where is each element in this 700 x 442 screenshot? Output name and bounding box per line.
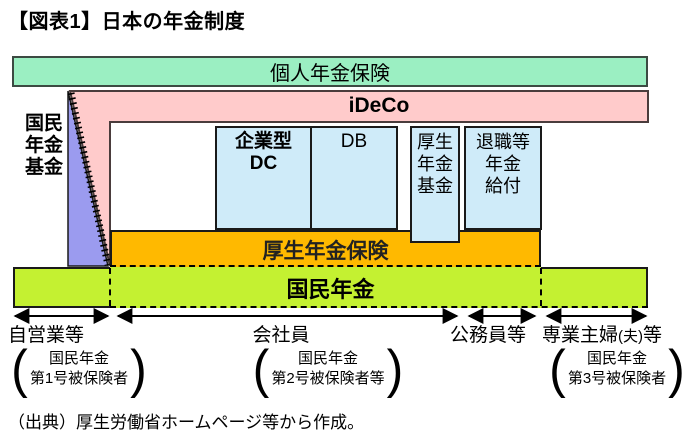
kokumin-bottom-dashed-line [110, 306, 648, 308]
kosei-nenkin-bar: 厚生年金保険 [110, 230, 541, 267]
ideco-label: iDeCo [348, 94, 410, 117]
personal-pension-bar: 個人年金保険 [12, 56, 648, 87]
kokumin-nenkin-kikin-label: 国民 年金 基金 [24, 113, 63, 178]
kokumin-top-edge-right [541, 267, 648, 269]
kikin-triangle [67, 90, 109, 267]
category-shufu-main: 専業主婦 [542, 325, 619, 346]
left-paren: ( [549, 339, 566, 399]
category-shufu-paren: (夫) [618, 328, 644, 345]
divider-dashed-left [109, 268, 111, 306]
insured-group-3-text: 国民年金 第3号被保険者 [567, 350, 667, 387]
db-box: DB [310, 126, 398, 230]
category-komuin: 公務員等 [450, 325, 527, 346]
divider-dashed-right [540, 268, 542, 306]
left-paren: ( [252, 339, 270, 399]
kosei-nenkin-kikin-box: 厚生 年金 基金 [410, 126, 460, 243]
kokumin-bottom-edge-left [13, 306, 110, 308]
left-paren: ( [11, 339, 28, 399]
kokumin-nenkin-bar: 国民年金 [13, 267, 648, 308]
source-note: （出典）厚生労働省ホームページ等から作成。 [8, 413, 365, 432]
figure-title: 【図表1】日本の年金制度 [8, 11, 246, 33]
taishoku-kyufu-box: 退職等 年金 給付 [464, 126, 542, 230]
category-shufu: 専業主婦(夫)等 [542, 320, 662, 347]
insured-group-2: ( 国民年金 第2号被保険者等 ) [240, 339, 416, 399]
kokumin-top-edge-left [13, 267, 110, 269]
corporate-dc-box: 企業型 DC [215, 126, 312, 230]
insured-group-1-text: 国民年金 第1号被保険者 [29, 350, 129, 387]
category-kaishain: 会社員 [252, 325, 310, 346]
kosei-bottom-dashed-line [110, 265, 541, 267]
category-jieigyo: 自営業等 [8, 325, 85, 346]
category-shufu-suffix: 等 [643, 325, 663, 346]
kosei-nenkin-label: 厚生年金保険 [262, 239, 389, 263]
ideco-shape [68, 90, 649, 267]
personal-pension-label: 個人年金保険 [270, 63, 390, 85]
right-paren: ) [386, 339, 404, 399]
right-paren: ) [668, 339, 685, 399]
right-paren: ) [130, 339, 147, 399]
insured-group-2-text: 国民年金 第2号被保険者等 [271, 350, 385, 387]
kokumin-nenkin-label: 国民年金 [286, 276, 375, 302]
insured-group-3: ( 国民年金 第3号被保険者 ) [541, 339, 693, 399]
insured-group-1: ( 国民年金 第1号被保険者 ) [6, 339, 152, 399]
